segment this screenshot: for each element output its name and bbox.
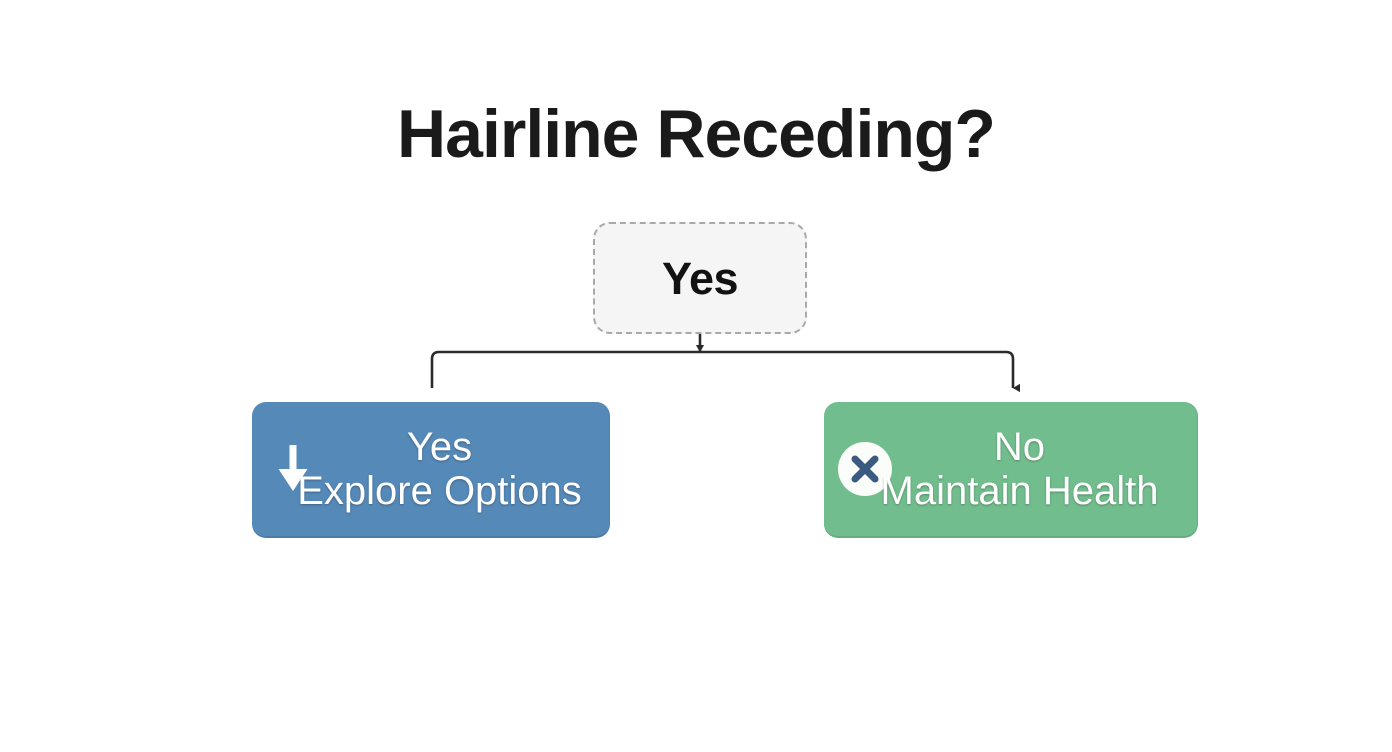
page-title: Hairline Receding? [397,96,996,172]
down-arrow-icon [266,442,320,496]
connector-branch-left [430,345,705,388]
branch-node-no[interactable]: No Maintain Health [824,402,1198,538]
decision-node-root[interactable]: Yes [593,222,807,334]
branch-node-no-line1: No [993,425,1046,469]
branch-node-yes-line1: Yes [406,425,473,469]
connector-branch-right [700,350,1020,393]
circle-x-icon [838,442,892,496]
branch-node-yes-line2: Explore Options [297,469,582,513]
branch-node-no-line2: Maintain Health [880,469,1159,513]
decision-node-root-label: Yes [661,252,739,304]
branch-node-yes[interactable]: Yes Explore Options [252,402,610,538]
circle-x-icon-badge [838,442,892,496]
branch-node-no-label: No Maintain Health [856,425,1183,513]
branch-node-yes-label: Yes Explore Options [284,425,595,513]
